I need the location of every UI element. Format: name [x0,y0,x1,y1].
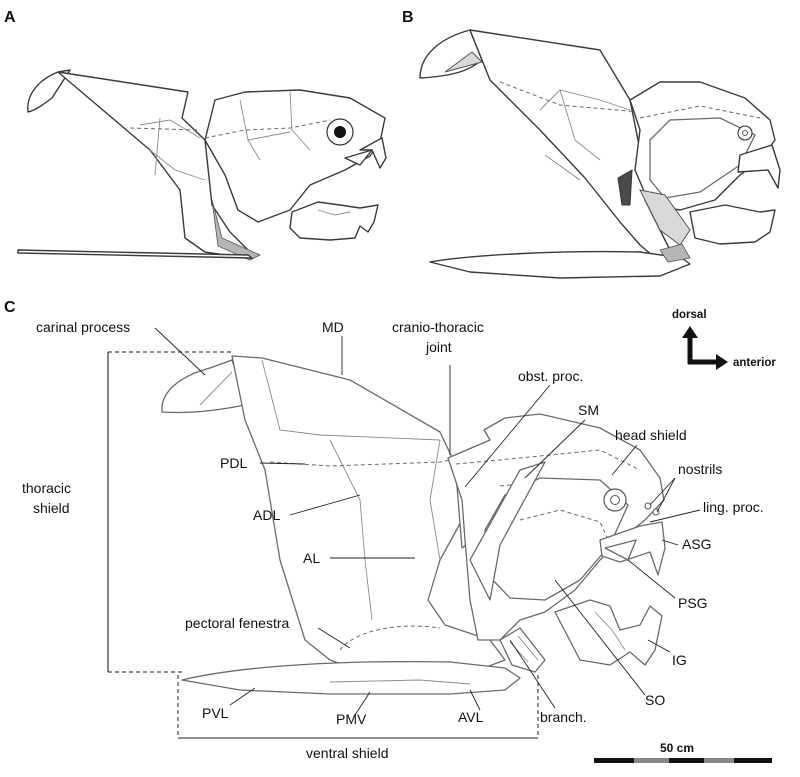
carinal-crest-c [199,371,233,406]
leader-obst [464,384,551,488]
anterior-arrow-head [716,354,728,370]
leader-branch [509,639,556,709]
label-pdl: PDL [220,455,247,471]
ventral-spine-a [17,249,253,259]
scale-seg-2 [634,758,669,763]
ventral-suture-c [329,679,471,685]
label-ig: IG [672,652,687,668]
plate-sutures-a [139,117,206,181]
label-md: MD [322,319,344,335]
label-cranio-thoracic-2: joint [425,339,452,355]
submarginal-c [469,461,546,601]
leader-adl [289,494,361,516]
label-psg: PSG [678,595,708,611]
scale-seg-5 [734,758,772,763]
label-pvl: PVL [202,705,229,721]
leader-nostrils [649,477,676,513]
leader-pvl [229,687,256,706]
branchial-c [499,627,546,673]
orientation-dorsal-label: dorsal [672,309,707,321]
plate-sutures-b [539,89,631,181]
lower-jaw-b [689,204,776,245]
label-al: AL [303,550,320,566]
label-cranio-thoracic-1: cranio-thoracic [392,319,484,335]
carinal-shade-b [444,51,483,73]
labels: carinal process MD cranio-thoracic joint… [22,319,764,761]
leader-head-shield [611,444,638,476]
leader-psg [627,559,676,599]
lateral-line-b [499,81,641,113]
label-ventral-shield: ventral shield [306,745,389,761]
label-pectoral-fenestra: pectoral fenestra [185,615,289,631]
label-obst-proc: obst. proc. [518,368,583,384]
upper-gnathal-b [737,144,781,189]
scale-seg-4 [704,758,734,763]
head-lateral-line-b [639,105,761,119]
leader-avl [469,689,481,711]
thoracic-sutures-c [261,359,441,621]
inferognathal-c [554,599,663,666]
scale-seg-3 [669,758,704,763]
scale-bar-label: 50 cm [660,741,694,755]
panel-letter-a: A [4,9,16,26]
orientation-indicator: dorsal anterior [672,309,776,370]
carinal-process-c [161,359,246,414]
ventral-shield-c [181,660,521,695]
eye-inner-c [610,495,620,505]
label-sm: SM [578,402,599,418]
leader-asg [661,539,679,546]
dark-gap-b [617,169,633,206]
label-so: SO [645,692,665,708]
label-nostrils: nostrils [678,461,722,477]
eye-inner-b [742,130,748,136]
leader-ling [649,509,701,523]
panel-c: C [4,299,666,695]
lower-jaw-a [289,201,379,241]
label-adl: ADL [253,507,280,523]
eye-pupil-a [334,126,346,138]
scale-bar: 50 cm [594,741,772,763]
ventral-shield-b [429,250,691,279]
pectoral-fenestra-outline [339,625,441,651]
label-thoracic-1: thoracic [22,480,71,496]
label-asg: ASG [682,536,712,552]
inferognathal-suture-c [594,611,626,651]
leader-sm [524,419,586,479]
branchial-b [639,189,691,246]
lateral-line-a [129,127,201,131]
label-ling-proc: ling. proc. [703,499,764,515]
label-branch: branch. [540,709,587,725]
leader-pmv [354,691,371,716]
panel-letter-b: B [402,9,414,26]
leader-so [554,579,646,696]
leader-pdl [259,462,306,465]
nostril-1-c [644,502,652,510]
ventral-joint-b [659,243,691,263]
carinal-process-a [27,69,71,113]
label-thoracic-2: shield [33,500,70,516]
upper-gnathal-a [344,149,373,166]
head-lateral-line-a [204,119,331,139]
brackets [107,351,539,739]
panel-a: A [4,9,387,261]
label-pmv: PMV [336,711,367,727]
leader-ig [647,639,671,653]
panel-letter-c: C [4,299,16,316]
scale-seg-1 [594,758,634,763]
orientation-anterior-label: anterior [733,357,776,369]
label-carinal-process: carinal process [36,319,130,335]
panel-b: B [402,9,781,279]
leader-lines [154,327,701,716]
head-sutures-a [239,91,311,161]
label-head-shield: head shield [615,427,687,443]
posterior-superognathal-c [604,539,637,561]
gray-ridge-a [211,199,261,261]
jaw-suture-a [317,209,351,216]
label-avl: AVL [458,709,484,725]
dorsal-arrow-head [682,326,698,338]
leader-pectoral [317,627,351,649]
